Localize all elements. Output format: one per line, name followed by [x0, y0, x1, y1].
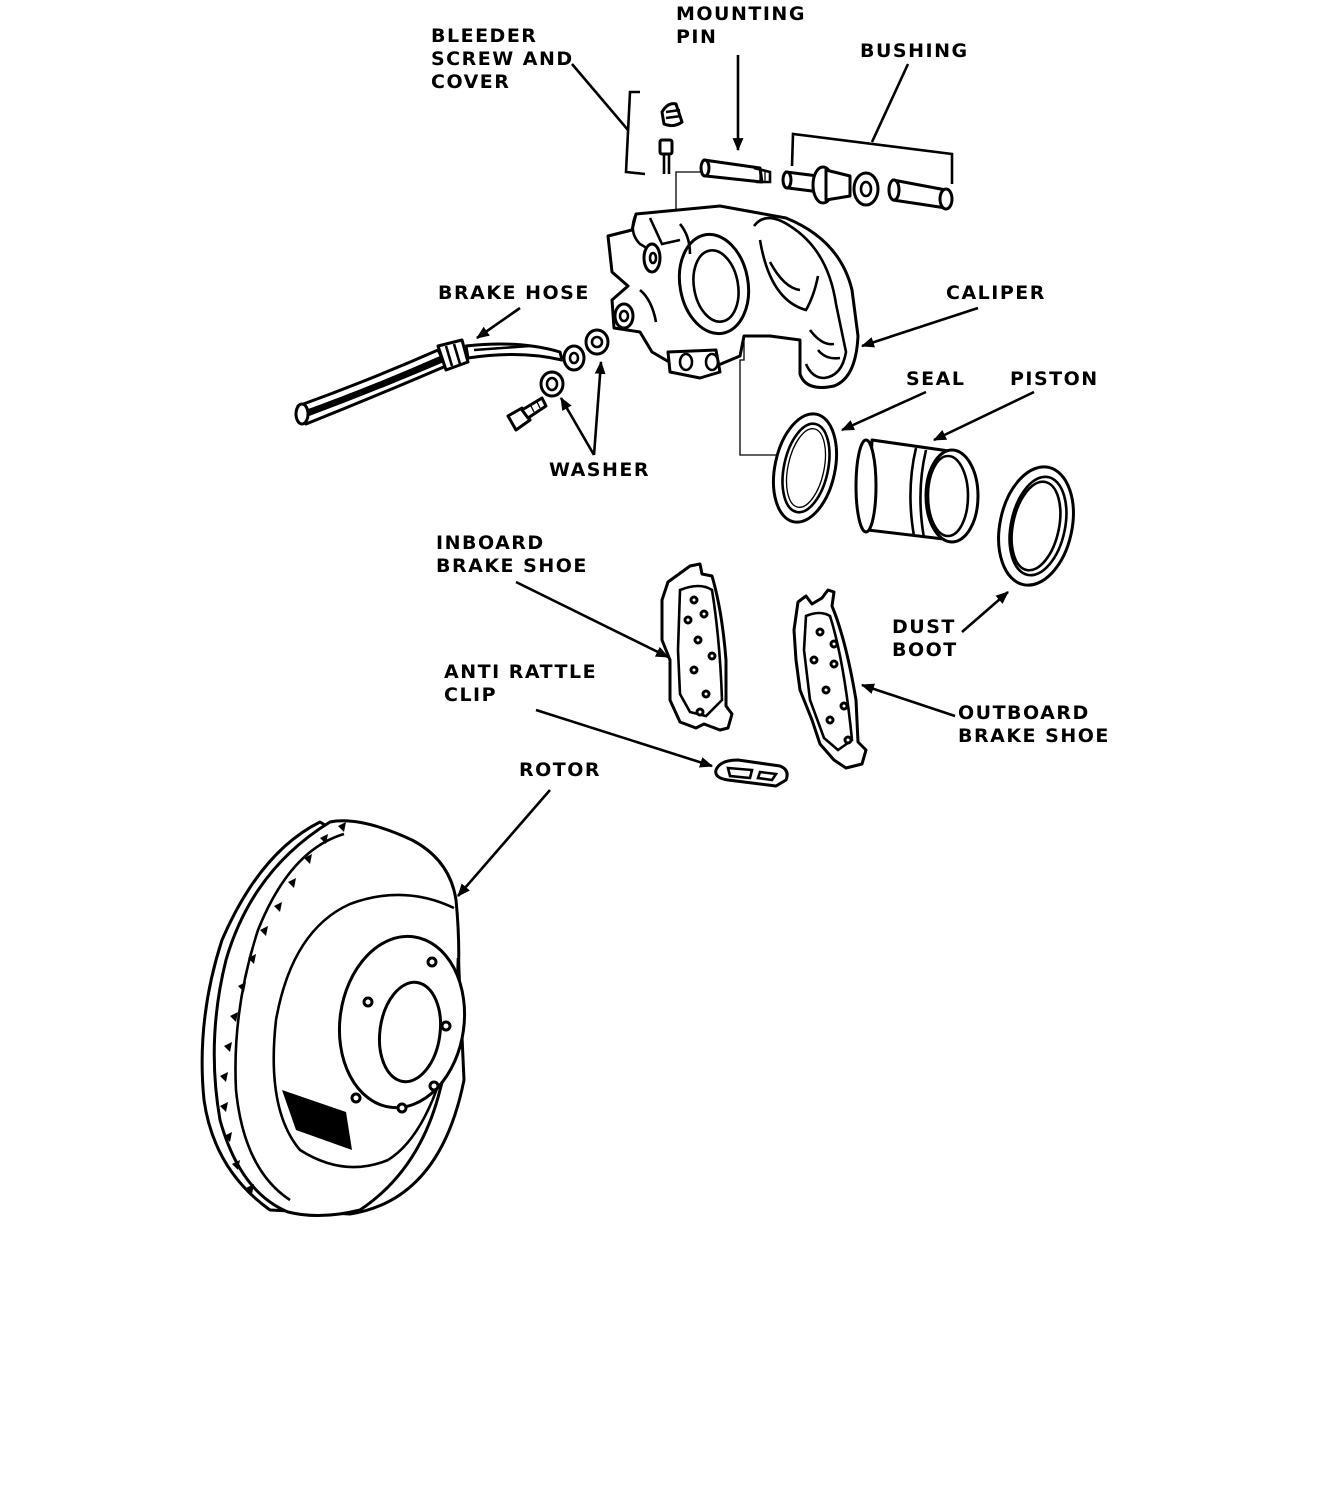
bushing-bracket [790, 132, 954, 184]
bushing-icon [781, 165, 954, 211]
seal-icon [772, 412, 838, 524]
bleeder-leader [571, 63, 629, 131]
rotor-arrow [457, 789, 551, 897]
washer-arrow-1 [559, 397, 596, 456]
outboard-shoe-arrow [860, 683, 956, 718]
mounting-pin-icon [699, 158, 772, 184]
bleeder-screw-icon [658, 102, 684, 174]
bushing-leader [870, 63, 910, 143]
seal-label: SEAL [906, 368, 965, 390]
leader-lines [457, 55, 1035, 897]
anti-rattle-clip-label: ANTI RATTLE CLIP [444, 661, 605, 706]
brake-hose-icon [294, 338, 564, 426]
inboard-shoe-arrow [515, 580, 669, 659]
inboard-brake-shoe-label: INBOARD BRAKE SHOE [436, 532, 588, 577]
caliper-icon [606, 204, 860, 389]
seal-arrow [841, 390, 927, 432]
outboard-brake-shoe-icon [792, 588, 868, 770]
bushing-label: BUSHING [860, 40, 969, 62]
dust-boot-arrow [961, 591, 1009, 633]
caliper-label: CALIPER [946, 282, 1046, 304]
dust-boot-icon [997, 465, 1075, 587]
washer-icon [539, 328, 610, 398]
anti-rattle-clip-icon [714, 758, 789, 788]
bleeder-bracket [624, 90, 646, 176]
washer-arrow-2 [592, 360, 606, 456]
mounting-pin-label: MOUNTING PIN [676, 3, 814, 48]
piston-arrow [933, 390, 1035, 442]
brake-hose-label: BRAKE HOSE [438, 282, 590, 304]
bolt-icon [506, 396, 548, 432]
outboard-brake-shoe-label: OUTBOARD BRAKE SHOE [958, 702, 1110, 747]
piston-label: PISTON [1010, 368, 1099, 390]
bleeder-label: BLEEDER SCREW AND COVER [431, 25, 582, 93]
brake-hose-arrow [476, 306, 521, 340]
rotor-label: ROTOR [519, 759, 601, 781]
dust-boot-label: DUST BOOT [892, 616, 964, 661]
anti-rattle-arrow [535, 708, 714, 768]
caliper-arrow [860, 306, 979, 348]
washer-label: WASHER [549, 459, 650, 481]
piston-icon [854, 438, 980, 544]
rotor-icon [200, 819, 467, 1218]
inboard-brake-shoe-icon [660, 562, 734, 732]
rotor-vent-marks [220, 822, 346, 1194]
